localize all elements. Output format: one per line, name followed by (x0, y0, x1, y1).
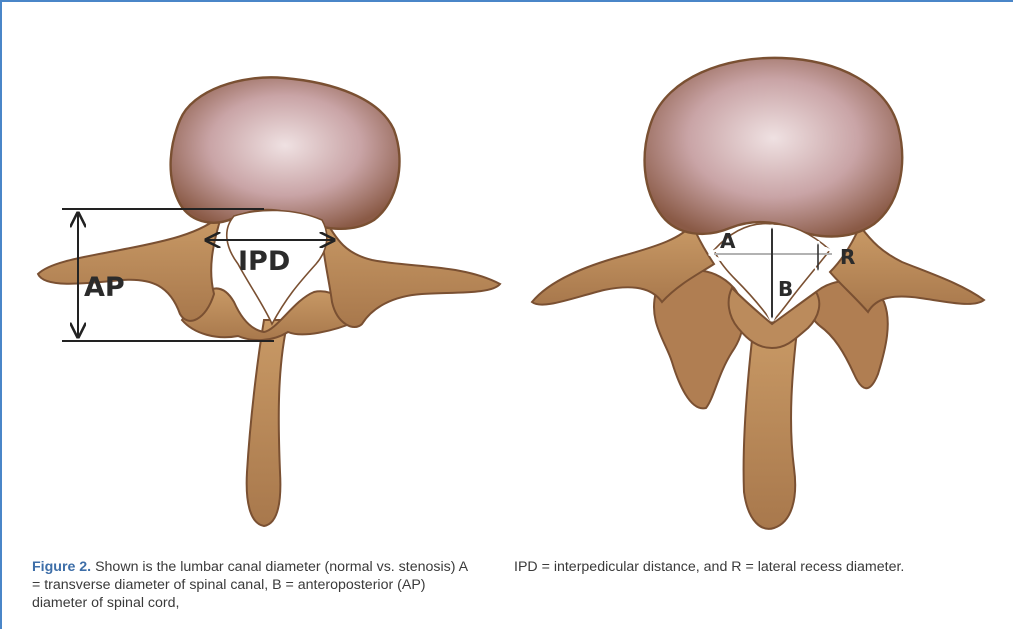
caption-right: IPD = interpedicular distance, and R = l… (514, 558, 984, 576)
normal-spinous-process (247, 320, 288, 526)
caption-left-text: Shown is the lumbar canal diameter (norm… (32, 559, 467, 611)
ipd-label: IPD (238, 246, 290, 277)
normal-right-transverse-process (322, 214, 500, 327)
r-label: R (840, 245, 855, 269)
figure-label: Figure 2. (32, 559, 91, 575)
stenosis-vertebra: A B R (532, 58, 984, 529)
a-label: A (720, 229, 736, 253)
normal-vertebral-body (171, 77, 400, 228)
ap-label: AP (84, 272, 125, 303)
b-label: B (778, 277, 793, 301)
caption-left: Figure 2. Shown is the lumbar canal diam… (32, 558, 472, 612)
normal-left-transverse-process (38, 214, 222, 321)
stenosis-spinous-process (744, 322, 798, 529)
stenosis-vertebral-body (645, 58, 903, 237)
normal-vertebra: AP IPD (38, 77, 500, 526)
